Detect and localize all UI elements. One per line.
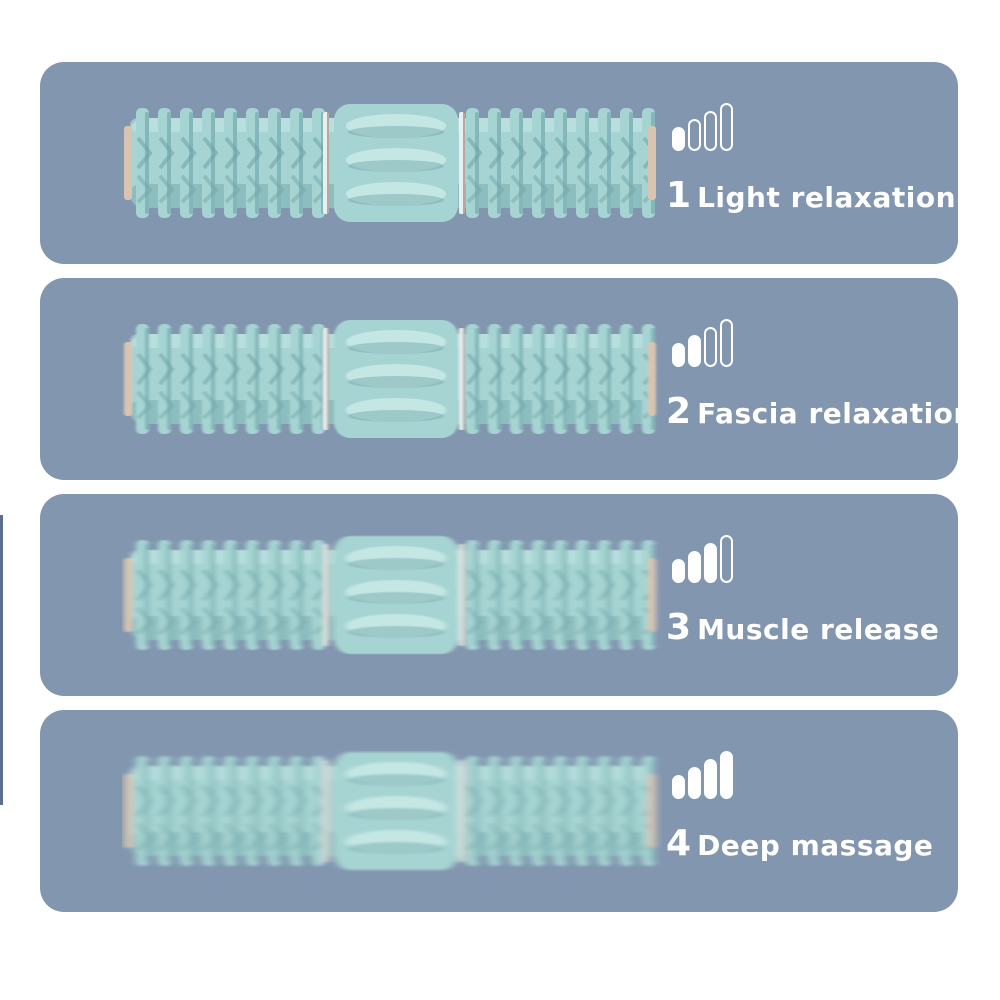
level-bar-active [672, 343, 685, 367]
level-bar-active [688, 551, 701, 583]
roller-image [122, 314, 662, 444]
mode-name: Deep massage [697, 829, 934, 862]
roller-image [122, 98, 662, 228]
level-bar-inactive [720, 319, 733, 367]
level-bar-active [672, 559, 685, 583]
mode-label: 4 Deep massage [666, 826, 933, 862]
mode-label: 1 Light relaxation [666, 178, 956, 214]
level-bar-active [720, 751, 733, 799]
mode-card-4: 4 Deep massage [40, 710, 958, 912]
mode-card-3: 3 Muscle release [40, 494, 958, 696]
level-bar-inactive [720, 535, 733, 583]
level-bar-inactive [720, 103, 733, 151]
mode-number: 4 [666, 823, 692, 864]
level-bar-active [688, 335, 701, 367]
level-bar-inactive [688, 119, 701, 151]
level-bar-active [688, 767, 701, 799]
level-bar-active [672, 127, 685, 151]
signal-bars-icon [670, 102, 740, 152]
mode-label: 3 Muscle release [666, 610, 939, 646]
roller-image [122, 530, 662, 660]
level-bar-active [672, 775, 685, 799]
left-edge-accent [0, 515, 3, 805]
level-bar-active [704, 543, 717, 583]
level-bar-inactive [704, 327, 717, 367]
mode-name: Fascia relaxation [697, 397, 958, 430]
mode-card-1: 1 Light relaxation [40, 62, 958, 264]
mode-number: 1 [666, 175, 692, 216]
level-bar-inactive [704, 111, 717, 151]
roller-image [122, 746, 662, 876]
mode-card-2: 2 Fascia relaxation [40, 278, 958, 480]
mode-number: 3 [666, 607, 692, 648]
signal-bars-icon [670, 318, 740, 368]
level-bar-active [704, 759, 717, 799]
mode-name: Muscle release [697, 613, 940, 646]
mode-number: 2 [666, 391, 692, 432]
signal-bars-icon [670, 750, 740, 800]
mode-name: Light relaxation [697, 181, 957, 214]
signal-bars-icon [670, 534, 740, 584]
mode-label: 2 Fascia relaxation [666, 394, 958, 430]
